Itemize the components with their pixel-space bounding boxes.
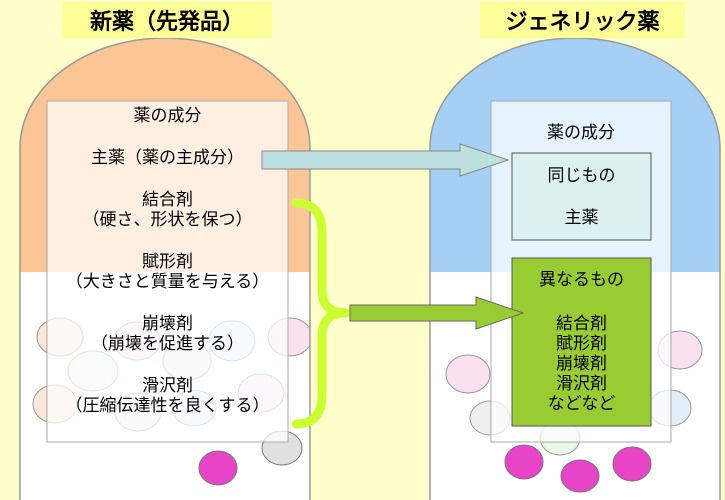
different-box-bg <box>511 257 652 427</box>
excipient-bracket <box>291 198 351 429</box>
main-ingredient-label: 主薬（薬の主成分） <box>91 148 244 168</box>
left-title: 新薬（先発品） <box>62 2 272 38</box>
same-box: 同じもの 主薬 <box>512 166 651 228</box>
arrow-same <box>261 143 510 177</box>
disintegrant-note: （崩壊を促進する） <box>91 334 244 354</box>
different-item: 崩壊剤 <box>556 354 607 374</box>
disintegrant-label: 崩壊剤 <box>142 314 193 334</box>
different-item: などなど <box>547 394 616 414</box>
same-box-bg <box>511 152 652 241</box>
lubricant-label: 滑沢剤 <box>142 376 193 396</box>
lubricant-note: （圧縮伝達性を良くする） <box>65 396 270 416</box>
different-item: 滑沢剤 <box>556 374 607 394</box>
left-title-text: 新薬（先発品） <box>89 10 244 35</box>
different-box: 異なるもの 結合剤 賦形剤 崩壊剤 滑沢剤 などなど <box>512 270 651 414</box>
excipient-label: 賦形剤 <box>142 252 193 272</box>
right-title-text: ジェネリック薬 <box>505 10 660 35</box>
different-box-label: 異なるもの <box>539 270 624 290</box>
same-box-item: 主薬 <box>564 208 599 228</box>
same-box-label: 同じもの <box>547 166 616 186</box>
left-heading: 薬の成分 <box>133 106 202 126</box>
different-item: 結合剤 <box>556 314 607 334</box>
right-panel-heading: 薬の成分 <box>491 123 671 143</box>
right-heading: 薬の成分 <box>547 123 615 143</box>
excipient-note: （大きさと質量を与える） <box>65 272 270 292</box>
right-title: ジェネリック薬 <box>480 2 685 38</box>
arrow-different <box>349 296 525 330</box>
different-item: 賦形剤 <box>556 334 607 354</box>
binder-label: 結合剤 <box>142 190 193 210</box>
left-panel-text: 薬の成分 主薬（薬の主成分） 結合剤 （硬さ、形状を保つ） 賦形剤 （大きさと質… <box>47 106 288 416</box>
left-ingredient-panel <box>46 100 289 443</box>
binder-note: （硬さ、形状を保つ） <box>82 210 253 230</box>
